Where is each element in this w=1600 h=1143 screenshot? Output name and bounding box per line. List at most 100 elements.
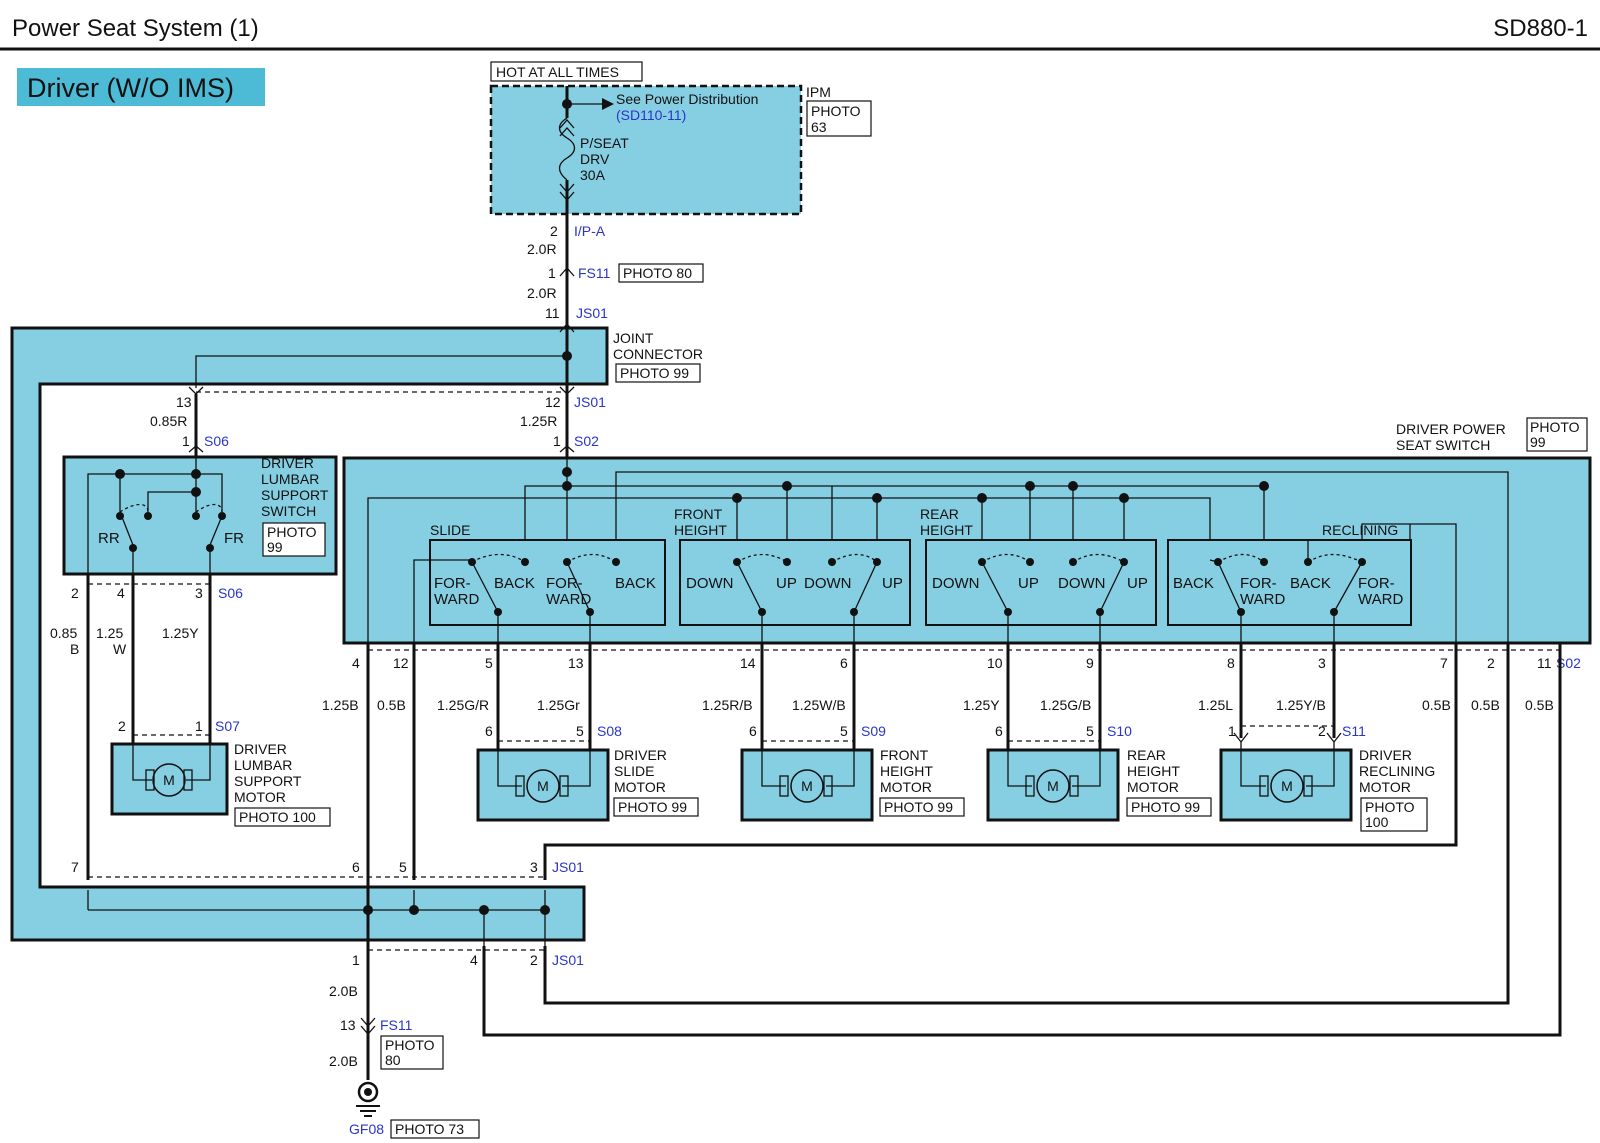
front-up-label: UP [776, 575, 797, 592]
wire-label-2: B [70, 641, 79, 657]
front-motor-label-3: MOTOR [880, 779, 932, 795]
front-group-title: FRONT [674, 506, 723, 522]
recl-group-title: RECLINING [1322, 522, 1398, 538]
slide-forward-label-2: WARD [434, 591, 479, 608]
pin-s02-3: 3 [1318, 655, 1326, 671]
pin-s11-2: 2 [1318, 723, 1326, 739]
conn-js01: JS01 [576, 305, 608, 321]
rear-down-label: DOWN [932, 575, 980, 592]
fs11-photo: PHOTO 80 [623, 265, 692, 281]
lumbar-switch-photo: PHOTO [267, 524, 317, 540]
hot-label-box [490, 61, 643, 82]
recl-back2-label: BACK [1290, 575, 1331, 592]
pin-js01-4: 4 [470, 952, 478, 968]
pin-s06-2: 2 [71, 585, 79, 601]
ipm-label: IPM [806, 84, 831, 100]
see-power-label: See Power Distribution [616, 91, 758, 107]
pin-s09-5: 5 [840, 723, 848, 739]
pin-s02-8: 8 [1227, 655, 1235, 671]
fs11-low-photo-box [380, 1035, 444, 1070]
gf08-photo-box [390, 1119, 480, 1139]
wire-label: 1.25G/B [1040, 697, 1091, 713]
conn-s06: S06 [204, 433, 229, 449]
page-code: SD880-1 [1493, 15, 1588, 42]
reclining-switch-group [1167, 539, 1412, 626]
recl-motor-photo: PHOTO [1365, 799, 1415, 815]
wire-label: 1.25Gr [537, 697, 580, 713]
wire-label: 2.0R [527, 285, 557, 301]
seat-switch-photo-box [1526, 417, 1588, 452]
wire-label: 0.5B [1471, 697, 1500, 713]
slide-switch-group [429, 539, 666, 626]
conn-s06-lower: S06 [218, 585, 243, 601]
lumbar-motor-photo: PHOTO 100 [239, 809, 316, 825]
arrow-icon [602, 98, 614, 110]
conn-s07: S07 [215, 718, 240, 734]
conn-js01-lower: JS01 [552, 859, 584, 875]
conn-s09: S09 [861, 723, 886, 739]
wire-label: 1.25B [322, 697, 359, 713]
wire-label: 1.25Y/B [1276, 697, 1326, 713]
lumbar-motor-photo-box [234, 807, 331, 827]
pin-s07-1: 1 [195, 718, 203, 734]
lumbar-motor-icon [152, 763, 186, 797]
pin-s02-10: 10 [987, 655, 1003, 671]
pin-js01-13: 13 [176, 394, 192, 410]
seat-switch-photo-num: 99 [1530, 434, 1546, 450]
pin-s02-2: 2 [1487, 655, 1495, 671]
pin-s02-12: 12 [393, 655, 409, 671]
pin-fs11-13: 13 [340, 1017, 356, 1033]
rear-motor-photo: PHOTO 99 [1131, 799, 1200, 815]
ipm-photo-box [806, 100, 872, 137]
wire-label: 0.85 [50, 625, 77, 641]
ipm-box [489, 84, 803, 216]
slide-motor-label-2: SLIDE [614, 763, 654, 779]
pin-s02-14: 14 [740, 655, 756, 671]
recl-forward2-label-2: WARD [1358, 591, 1403, 608]
ipm-photo: PHOTO [811, 103, 861, 119]
recl-back-label: BACK [1173, 575, 1214, 592]
wire-label: 2.0R [527, 241, 557, 257]
recl-motor-label: DRIVER [1359, 747, 1412, 763]
fs11-photo-box [618, 263, 704, 283]
wire-label: 1.25G/R [437, 697, 489, 713]
pin-s10-5: 5 [1086, 723, 1094, 739]
lumbar-rr-label: RR [98, 530, 120, 547]
lumbar-switch-label-4: SWITCH [261, 503, 316, 519]
wire-label-2: W [113, 641, 127, 657]
slide-group-title: SLIDE [430, 522, 470, 538]
rear-up-label: UP [1018, 575, 1039, 592]
lumbar-switch-label-2: LUMBAR [261, 471, 319, 487]
joint-label: JOINT [613, 330, 654, 346]
conn-ipa: I/P-A [574, 223, 606, 239]
seat-switch-photo: PHOTO [1530, 419, 1580, 435]
pin-js01-11: 11 [545, 305, 560, 321]
gf08-photo: PHOTO 73 [395, 1121, 464, 1137]
rear-motor-label-3: MOTOR [1127, 779, 1179, 795]
rear-group-title-2: HEIGHT [920, 522, 973, 538]
subtitle-badge [17, 68, 265, 106]
front-down-label: DOWN [686, 575, 734, 592]
pin-s02-11: 11 [1537, 655, 1552, 671]
pin-fs11-1: 1 [548, 265, 556, 281]
pin-s02-9: 9 [1086, 655, 1094, 671]
slide-back2-label: BACK [615, 575, 656, 592]
joint-photo: PHOTO 99 [620, 365, 689, 381]
rear-height-motor: 6 5 S10 M REAR HEIGHT MOTOR PHOTO 99 [986, 723, 1212, 822]
front-height-motor: 6 5 S09 M FRONT HEIGHT MOTOR PHOTO 99 [740, 723, 965, 822]
rear-motor-label: REAR [1127, 747, 1166, 763]
front-up2-label: UP [882, 575, 903, 592]
front-motor-icon [790, 769, 824, 803]
front-down2-label: DOWN [804, 575, 852, 592]
slide-back-label: BACK [494, 575, 535, 592]
recl-motor-label-2: RECLINING [1359, 763, 1435, 779]
conn-s11: S11 [1342, 723, 1366, 739]
recl-motor-icon [1270, 769, 1304, 803]
wire-label: 2.0B [329, 1053, 358, 1069]
recl-forward-label: FOR- [1240, 575, 1277, 592]
lumbar-switch-photo-num: 99 [267, 539, 283, 555]
joint-connector-box [10, 326, 609, 942]
conn-fs11-lower: FS11 [380, 1017, 413, 1033]
